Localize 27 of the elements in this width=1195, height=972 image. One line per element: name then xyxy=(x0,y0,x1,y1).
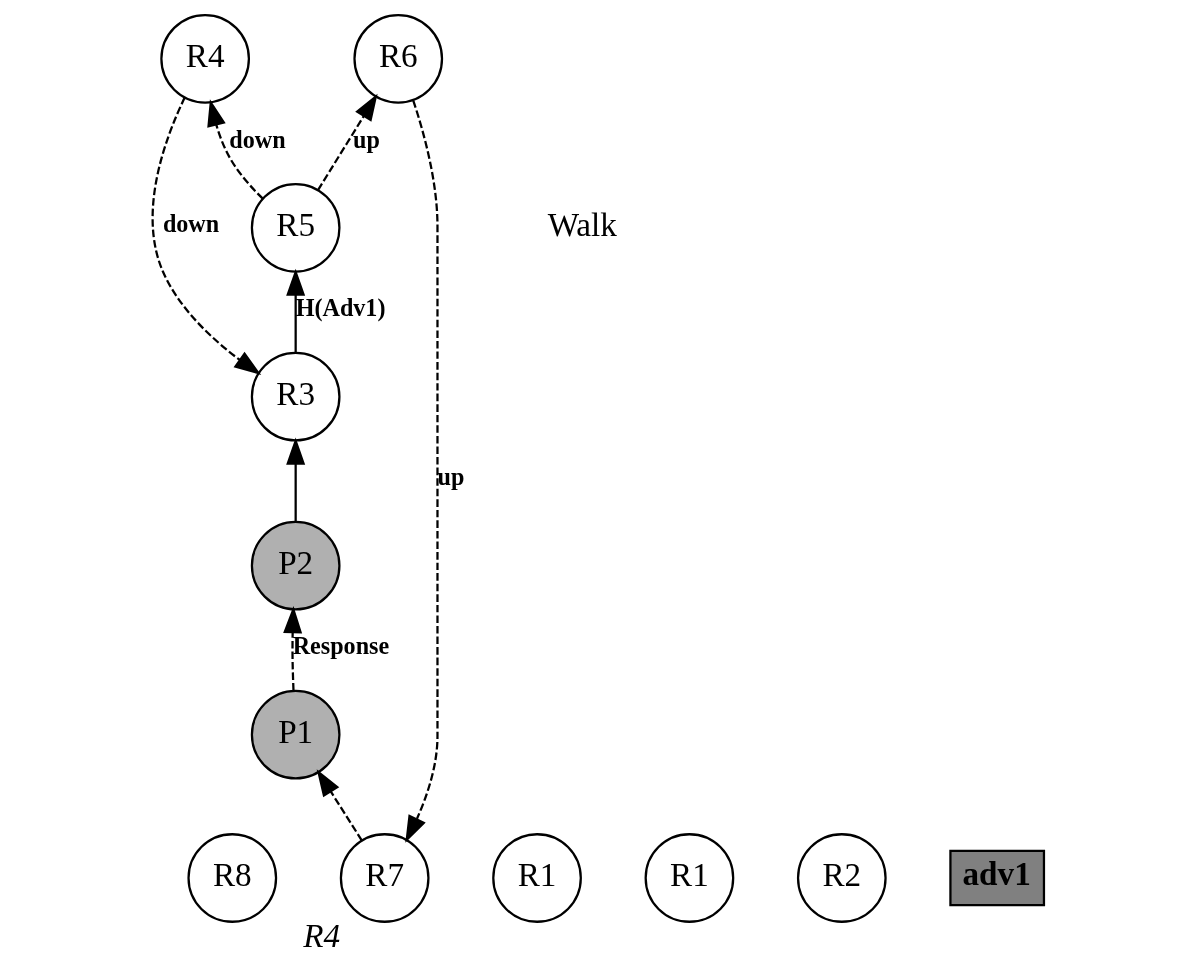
node-circle: R3 xyxy=(250,351,341,442)
node-circle: R1 xyxy=(491,832,582,923)
node-circle: P1 xyxy=(250,689,341,780)
arrow xyxy=(151,96,261,375)
arrow xyxy=(282,605,302,691)
edge-label: up xyxy=(352,125,380,152)
node-circle: R7 xyxy=(339,832,430,923)
arrow xyxy=(316,93,378,190)
node-circle: R8 xyxy=(186,832,277,923)
edge-label: down xyxy=(228,125,286,152)
node-circle: R2 xyxy=(796,832,887,923)
edge-label: Response xyxy=(292,631,389,659)
arrow xyxy=(206,98,264,199)
node-box: adv1 xyxy=(948,849,1045,906)
node-circle: R1 xyxy=(644,832,734,923)
label: Walk xyxy=(547,205,617,243)
edge-label: up xyxy=(436,462,464,490)
node-circle: R4 xyxy=(159,13,250,104)
node-circle: P2 xyxy=(250,520,341,611)
node-label: R4 xyxy=(302,916,340,954)
arrow xyxy=(316,768,363,841)
node-circle: R6 xyxy=(352,13,443,104)
node-circle: R5 xyxy=(250,182,341,273)
edge-label: down xyxy=(162,209,219,237)
arrow xyxy=(285,268,305,353)
arrow xyxy=(285,437,305,522)
arrow xyxy=(404,99,439,843)
